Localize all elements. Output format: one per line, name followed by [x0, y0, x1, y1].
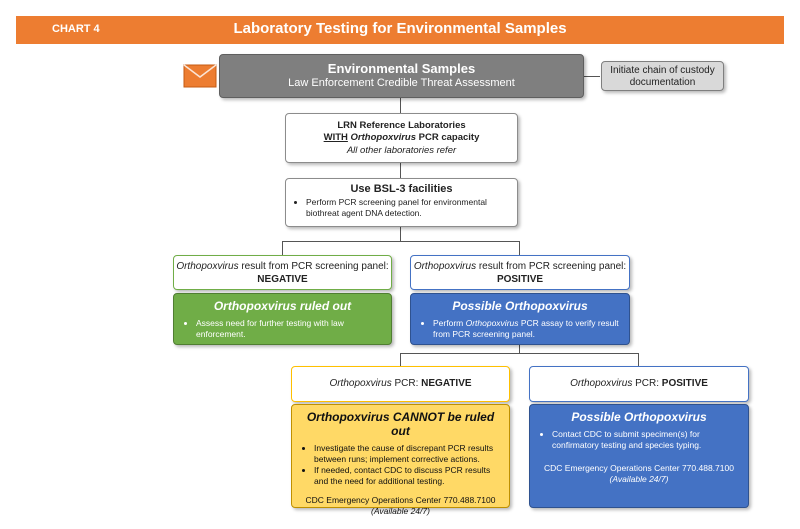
cannot-title: Orthopoxvirus CANNOT be ruled out: [306, 410, 495, 438]
pcr-negative-box: Orthopoxvirus PCR: NEGATIVE: [291, 366, 510, 402]
pcr-pos-ortho: Orthopoxvirus: [570, 378, 633, 389]
possible-2-eoc: CDC Emergency Operations Center 770.488.…: [544, 463, 734, 474]
screening-negative-box: Orthopoxvirus result from PCR screening …: [173, 255, 392, 290]
screen-pos-text: result from PCR screening panel:: [476, 261, 627, 272]
pcr-neg-text: PCR:: [391, 378, 422, 389]
connector-left-1: [282, 241, 283, 255]
custody-line-2: documentation: [629, 77, 696, 88]
env-subtitle: Law Enforcement Credible Threat Assessme…: [288, 77, 515, 89]
possible-2-bullet: Contact CDC to submit specimen(s) for co…: [552, 429, 740, 451]
possible-2-title: Possible Orthopoxvirus: [571, 410, 707, 424]
cannot-avail: (Available 24/7): [371, 505, 430, 516]
envelope-icon: [183, 64, 217, 88]
possible-1-title: Possible Orthopoxvirus: [452, 299, 588, 313]
cannot-rule-out-box: Orthopoxvirus CANNOT be ruled out Invest…: [291, 404, 510, 516]
bsl3-list: Perform PCR screening panel for environm…: [292, 197, 511, 219]
pcr-pos-text: PCR:: [632, 378, 662, 389]
screen-pos-result: POSITIVE: [496, 273, 544, 285]
pcr-neg-ortho: Orthopoxvirus: [329, 378, 392, 389]
screen-neg-text: result from PCR screening panel:: [238, 261, 389, 272]
cannot-bullet-1: Investigate the cause of discrepant PCR …: [314, 443, 501, 465]
possible-2-contact: CDC Emergency Operations Center 770.488.…: [538, 463, 740, 484]
pcr-neg-result: NEGATIVE: [421, 378, 472, 389]
ruled-out-bullet: Assess need for further testing with law…: [196, 318, 383, 340]
possible-orthopoxvirus-box-1: Possible Orthopoxvirus Perform Orthopoxv…: [410, 293, 630, 345]
connector-env-lrn: [400, 98, 401, 113]
possible-2-avail: (Available 24/7): [609, 473, 669, 484]
possible-1-bullet: Perform Orthopoxvirus PCR assay to verif…: [433, 318, 621, 340]
connector-split-1: [282, 241, 520, 242]
chart-title: Laboratory Testing for Environmental Sam…: [233, 20, 567, 37]
connector-bsl-down: [400, 227, 401, 241]
chart-header-bar: CHART 4 Laboratory Testing for Environme…: [16, 16, 784, 44]
bsl3-bullet: Perform PCR screening panel for environm…: [306, 197, 511, 219]
lrn-line-3: All other laboratories refer: [346, 144, 457, 156]
connector-env-custody: [584, 76, 600, 77]
lrn-pcr: PCR capacity: [416, 132, 480, 144]
screen-neg-ortho: Orthopoxvirus: [176, 261, 239, 272]
lrn-with: WITH: [323, 132, 348, 144]
cannot-list: Investigate the cause of discrepant PCR …: [300, 443, 501, 487]
custody-line-1: Initiate chain of custody: [610, 65, 715, 76]
bsl3-title: Use BSL-3 facilities: [350, 183, 453, 195]
pcr-positive-box: Orthopoxvirus PCR: POSITIVE: [529, 366, 749, 402]
lrn-line-1: LRN Reference Laboratories: [337, 120, 466, 131]
ruled-out-title: Orthopoxvirus ruled out: [213, 299, 352, 313]
possible-orthopoxvirus-box-2: Possible Orthopoxvirus Contact CDC to su…: [529, 404, 749, 508]
lrn-line-2: WITH Orthopoxvirus PCR capacity: [286, 132, 517, 144]
connector-split-2: [400, 353, 639, 354]
screen-neg-result: NEGATIVE: [257, 273, 308, 285]
bsl3-box: Use BSL-3 facilities Perform PCR screeni…: [285, 178, 518, 227]
environmental-samples-box: Environmental Samples Law Enforcement Cr…: [219, 54, 584, 98]
connector-lrn-bsl: [400, 163, 401, 178]
possible-2-list: Contact CDC to submit specimen(s) for co…: [538, 429, 740, 451]
pcr-pos-result: POSITIVE: [661, 378, 708, 389]
connector-left-2: [400, 353, 401, 366]
chain-of-custody-box: Initiate chain of custody documentation: [601, 61, 724, 91]
possible-1-bullet-post: PCR assay to verify result from PCR scre…: [433, 318, 619, 340]
env-title: Environmental Samples: [327, 61, 476, 76]
connector-possible-down: [519, 343, 520, 353]
chart-label: CHART 4: [52, 23, 100, 35]
lrn-labs-box: LRN Reference Laboratories WITH Orthopox…: [285, 113, 518, 163]
possible-1-list: Perform Orthopoxvirus PCR assay to verif…: [419, 318, 621, 340]
connector-right-2: [638, 353, 639, 366]
screening-positive-box: Orthopoxvirus result from PCR screening …: [410, 255, 630, 290]
screen-pos-ortho: Orthopoxvirus: [413, 261, 477, 272]
lrn-ortho: Orthopoxvirus: [350, 132, 416, 144]
cannot-contact: CDC Emergency Operations Center 770.488.…: [300, 495, 501, 516]
possible-1-bullet-pre: Perform: [433, 318, 466, 328]
connector-right-1: [519, 241, 520, 255]
ruled-out-list: Assess need for further testing with law…: [182, 318, 383, 340]
ruled-out-box: Orthopoxvirus ruled out Assess need for …: [173, 293, 392, 345]
cannot-eoc: CDC Emergency Operations Center 770.488.…: [305, 495, 496, 506]
possible-1-bullet-ortho: Orthopoxvirus: [465, 318, 519, 328]
cannot-bullet-2: If needed, contact CDC to discuss PCR re…: [314, 465, 501, 487]
